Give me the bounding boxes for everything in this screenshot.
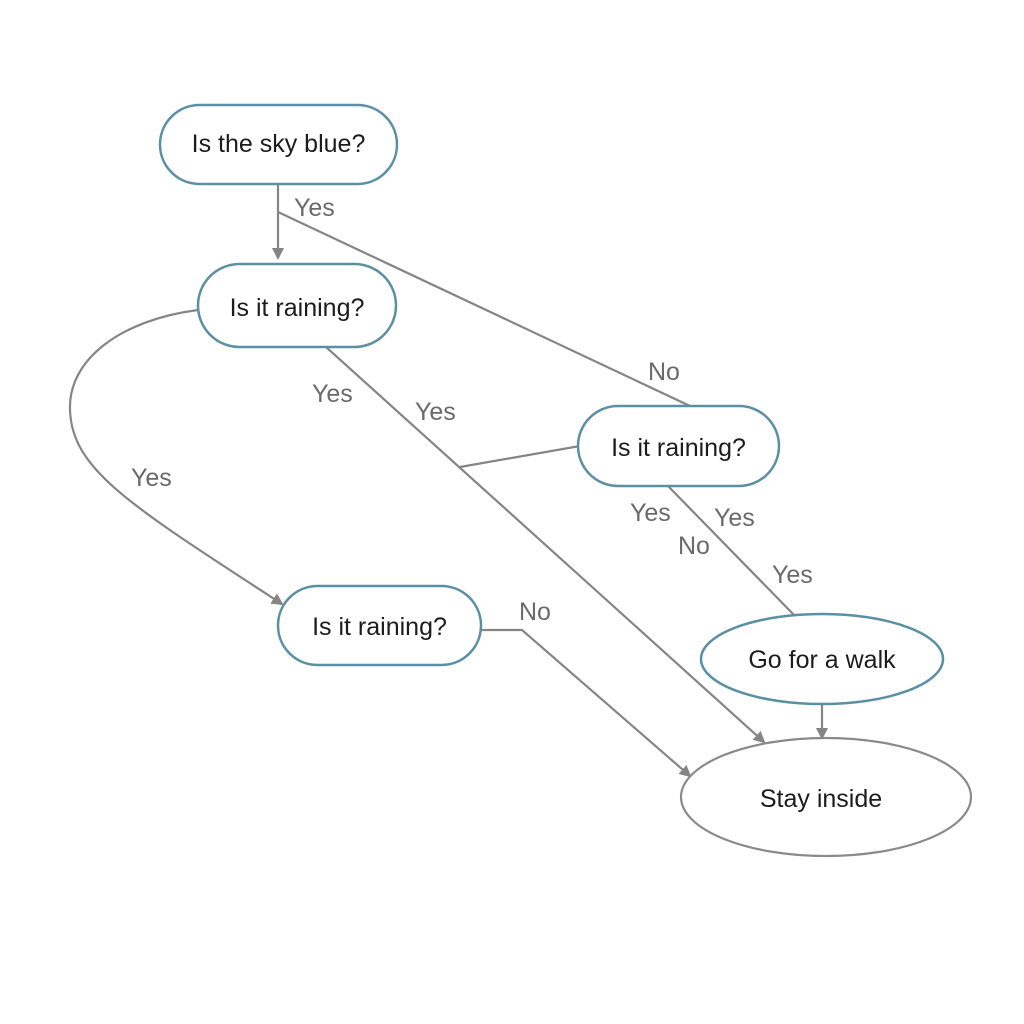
edge-label-raining-1-loop-yes: Yes	[131, 464, 172, 492]
edge-raining-2-to-walk	[667, 485, 796, 617]
node-walk-label: Go for a walk	[748, 646, 896, 674]
node-walk: Go for a walk	[699, 612, 945, 706]
node-walk-shape	[699, 612, 945, 706]
edge-label-raining-2-yes-a: Yes	[630, 499, 671, 527]
edge-label-raining-2-yes-c: Yes	[772, 561, 813, 589]
node-stay-shape	[679, 736, 973, 858]
edge-raining-2-connector	[459, 444, 581, 469]
edge-label-raining-1-yes-a: Yes	[312, 380, 353, 408]
node-sky: Is the sky blue?	[158, 103, 399, 186]
node-sky-shape	[158, 103, 399, 186]
node-stay: Stay inside	[679, 736, 973, 858]
edge-raining-1-to-stay	[325, 346, 766, 744]
edge-label-sky-no: No	[648, 358, 680, 386]
node-raining-1-label: Is it raining?	[230, 294, 365, 322]
node-raining-3: Is it raining?	[276, 584, 483, 667]
node-raining-3-label: Is it raining?	[312, 613, 447, 641]
edge-label-raining-2-no: No	[678, 532, 710, 560]
node-raining-2: Is it raining?	[576, 404, 781, 488]
edge-raining-1-to-raining-3	[68, 308, 284, 606]
edge-label-sky-yes: Yes	[294, 194, 335, 222]
node-raining-2-label: Is it raining?	[611, 434, 746, 462]
edge-labels: Yes No Yes Yes Yes Yes Yes No Yes No	[131, 194, 813, 626]
edge-label-raining-2-yes-b: Yes	[714, 504, 755, 532]
node-stay-label: Stay inside	[760, 785, 882, 813]
edge-sky-to-raining-2	[277, 211, 691, 407]
edge-raining-3-to-stay	[481, 628, 692, 778]
node-raining-1-shape	[196, 262, 398, 349]
node-raining-1: Is it raining?	[196, 262, 398, 349]
node-raining-3-shape	[276, 584, 483, 667]
edges	[68, 184, 828, 778]
node-sky-label: Is the sky blue?	[192, 130, 366, 158]
edge-label-raining-3-no: No	[519, 598, 551, 626]
node-raining-2-shape	[576, 404, 781, 488]
edge-label-raining-1-yes-b: Yes	[415, 398, 456, 426]
